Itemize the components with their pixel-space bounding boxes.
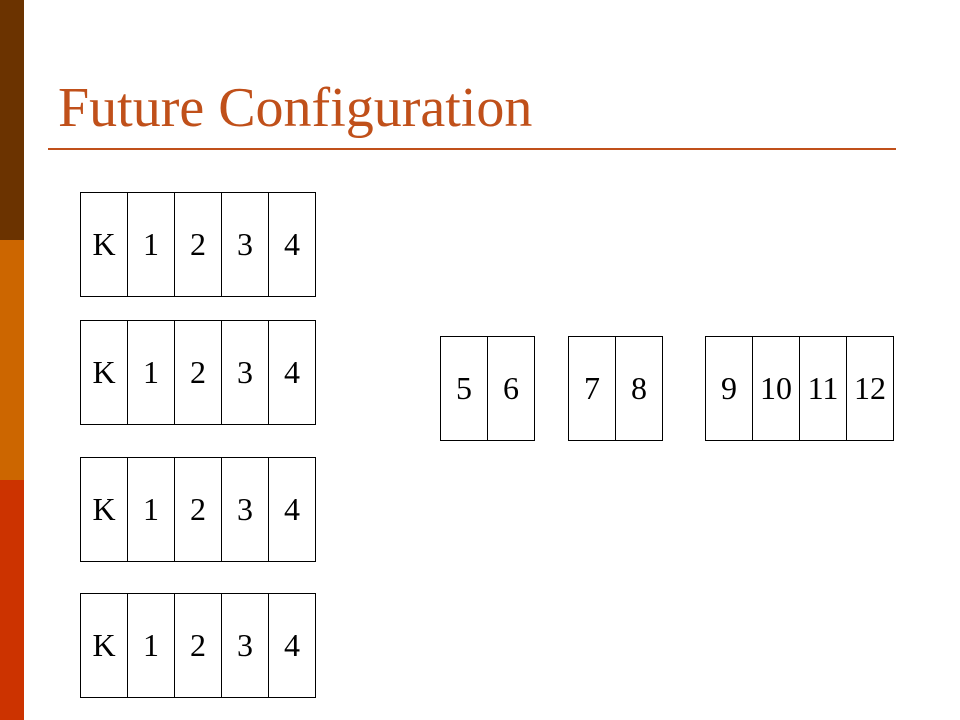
- rack-group: K 1 2 3 4: [80, 457, 316, 562]
- rack-cell: 2: [174, 320, 222, 425]
- rack-cell: 2: [174, 192, 222, 297]
- rack-cell: K: [80, 457, 128, 562]
- rack-cell: 1: [127, 192, 175, 297]
- rack-cell: 2: [174, 593, 222, 698]
- extra-cell: 11: [799, 336, 847, 441]
- sidebar-stripe-middle: [0, 240, 24, 480]
- rack-cell: 3: [221, 192, 269, 297]
- extra-cell: 12: [846, 336, 894, 441]
- extra-cell: 10: [752, 336, 800, 441]
- slide-title: Future Configuration: [58, 77, 533, 139]
- rack-cell: 1: [127, 457, 175, 562]
- extra-group: 9 10 11 12: [705, 336, 894, 441]
- rack-group: K 1 2 3 4: [80, 192, 316, 297]
- rack-cell: 2: [174, 457, 222, 562]
- sidebar-stripe-bottom: [0, 480, 24, 720]
- rack-group: K 1 2 3 4: [80, 593, 316, 698]
- rack-cell: K: [80, 320, 128, 425]
- rack-cell: 1: [127, 320, 175, 425]
- rack-cell: 4: [268, 192, 316, 297]
- extra-cell: 5: [440, 336, 488, 441]
- extra-group: 7 8: [568, 336, 663, 441]
- rack-group: K 1 2 3 4: [80, 320, 316, 425]
- rack-cell: K: [80, 593, 128, 698]
- rack-cell: 1: [127, 593, 175, 698]
- sidebar-stripe-top: [0, 0, 24, 240]
- rack-cell: K: [80, 192, 128, 297]
- extra-cell: 7: [568, 336, 616, 441]
- rack-cell: 4: [268, 457, 316, 562]
- extra-cell: 9: [705, 336, 753, 441]
- extra-cell: 6: [487, 336, 535, 441]
- rack-cell: 3: [221, 320, 269, 425]
- rack-cell: 3: [221, 457, 269, 562]
- title-divider: [48, 148, 896, 150]
- rack-cell: 3: [221, 593, 269, 698]
- extra-group: 5 6: [440, 336, 535, 441]
- extra-cell: 8: [615, 336, 663, 441]
- rack-cell: 4: [268, 320, 316, 425]
- rack-cell: 4: [268, 593, 316, 698]
